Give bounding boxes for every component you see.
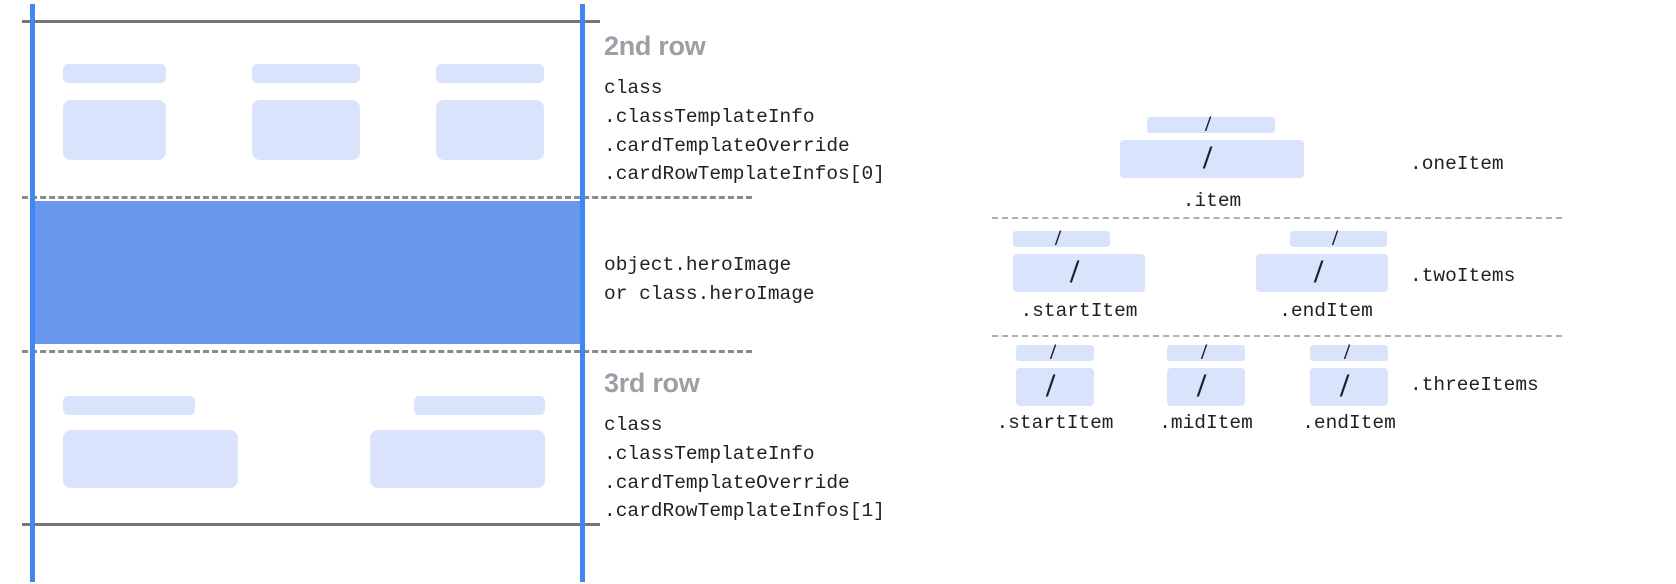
row3-heading: 3rd row [604,368,700,398]
oneitem-item-label: .item [1182,190,1242,212]
row2-col3-body-placeholder [436,100,544,160]
item-layout-diagram: / / .item .oneItem / / .startItem / / .e… [960,0,1676,584]
threeitems-enditem-label: .endItem [1302,412,1396,434]
oneitem-group-label: .oneItem [1410,153,1504,175]
row2-code-line-2: .classTemplateInfo [604,105,815,128]
threeitems-startitem-label: .startItem [996,412,1114,434]
row3-code-line-3: .cardTemplateOverride [604,471,850,494]
row2-col2-body-placeholder [252,100,360,160]
row3-code-line-1: class [604,414,663,436]
threeitems-enditem-top-slash: / [1344,339,1351,364]
twoitems-enditem-top-chip [1290,231,1387,247]
twoitems-group-label: .twoItems [1410,265,1516,287]
item-group-divider-2 [992,335,1562,337]
row3-annotation: 3rd row class .classTemplateInfo .cardTe… [604,370,964,526]
row2-col1-body-placeholder [63,100,166,160]
row2-code-line-1: class [604,77,663,99]
threeitems-startitem-main-slash: / [1046,368,1056,404]
oneitem-item-main-chip [1120,140,1304,178]
twoitems-startitem-top-chip [1013,231,1110,247]
hero-image-band [33,201,583,344]
card-template-diagram [0,0,752,584]
card-top-border [22,20,600,23]
row-divider-upper [22,196,752,199]
oneitem-item-top-slash: / [1205,111,1212,136]
threeitems-startitem-main-chip [1016,368,1094,406]
threeitems-miditem-main-slash: / [1197,368,1207,404]
threeitems-miditem-main-chip [1167,368,1245,406]
card-right-guide-line [580,4,585,582]
twoitems-enditem-main-chip [1256,254,1388,292]
row2-code-line-4: .cardRowTemplateInfos[0] [604,163,885,186]
row-divider-lower [22,350,752,353]
threeitems-startitem-top-slash: / [1050,339,1057,364]
card-bottom-border [22,523,600,526]
threeitems-group-label: .threeItems [1410,374,1539,396]
threeitems-miditem-top-slash: / [1201,339,1208,364]
twoitems-enditem-main-slash: / [1314,254,1324,290]
twoitems-startitem-main-chip [1013,254,1145,292]
threeitems-enditem-main-chip [1310,368,1388,406]
row2-code-line-3: .cardTemplateOverride [604,134,850,157]
row3-code-line-4: .cardRowTemplateInfos[1] [604,500,885,523]
hero-annotation: object.heroImage or class.heroImage [604,251,964,309]
twoitems-startitem-main-slash: / [1070,254,1080,290]
hero-code-line-1: object.heroImage [604,254,792,276]
row3-col2-title-placeholder [414,396,545,415]
twoitems-enditem-top-slash: / [1332,225,1339,250]
row3-col2-body-placeholder [370,430,545,488]
threeitems-startitem-top-chip [1016,345,1094,361]
row3-code-line-2: .classTemplateInfo [604,442,815,465]
row2-col3-title-placeholder [436,64,544,83]
row2-heading: 2nd row [604,31,706,61]
row3-col1-body-placeholder [63,430,238,488]
row2-annotation: 2nd row class .classTemplateInfo .cardTe… [604,33,964,189]
hero-code-line-2: or class.heroImage [604,282,815,305]
threeitems-miditem-label: .midItem [1159,412,1253,434]
threeitems-enditem-main-slash: / [1340,368,1350,404]
twoitems-enditem-label: .endItem [1279,300,1373,322]
row3-col1-title-placeholder [63,396,195,415]
threeitems-miditem-top-chip [1167,345,1245,361]
item-group-divider-1 [992,217,1562,219]
twoitems-startitem-label: .startItem [1020,300,1138,322]
card-left-guide-line [30,4,35,582]
row2-col2-title-placeholder [252,64,360,83]
twoitems-startitem-top-slash: / [1055,225,1062,250]
oneitem-item-main-slash: / [1203,140,1213,176]
oneitem-item-top-chip [1147,117,1275,133]
row2-col1-title-placeholder [63,64,166,83]
threeitems-enditem-top-chip [1310,345,1388,361]
